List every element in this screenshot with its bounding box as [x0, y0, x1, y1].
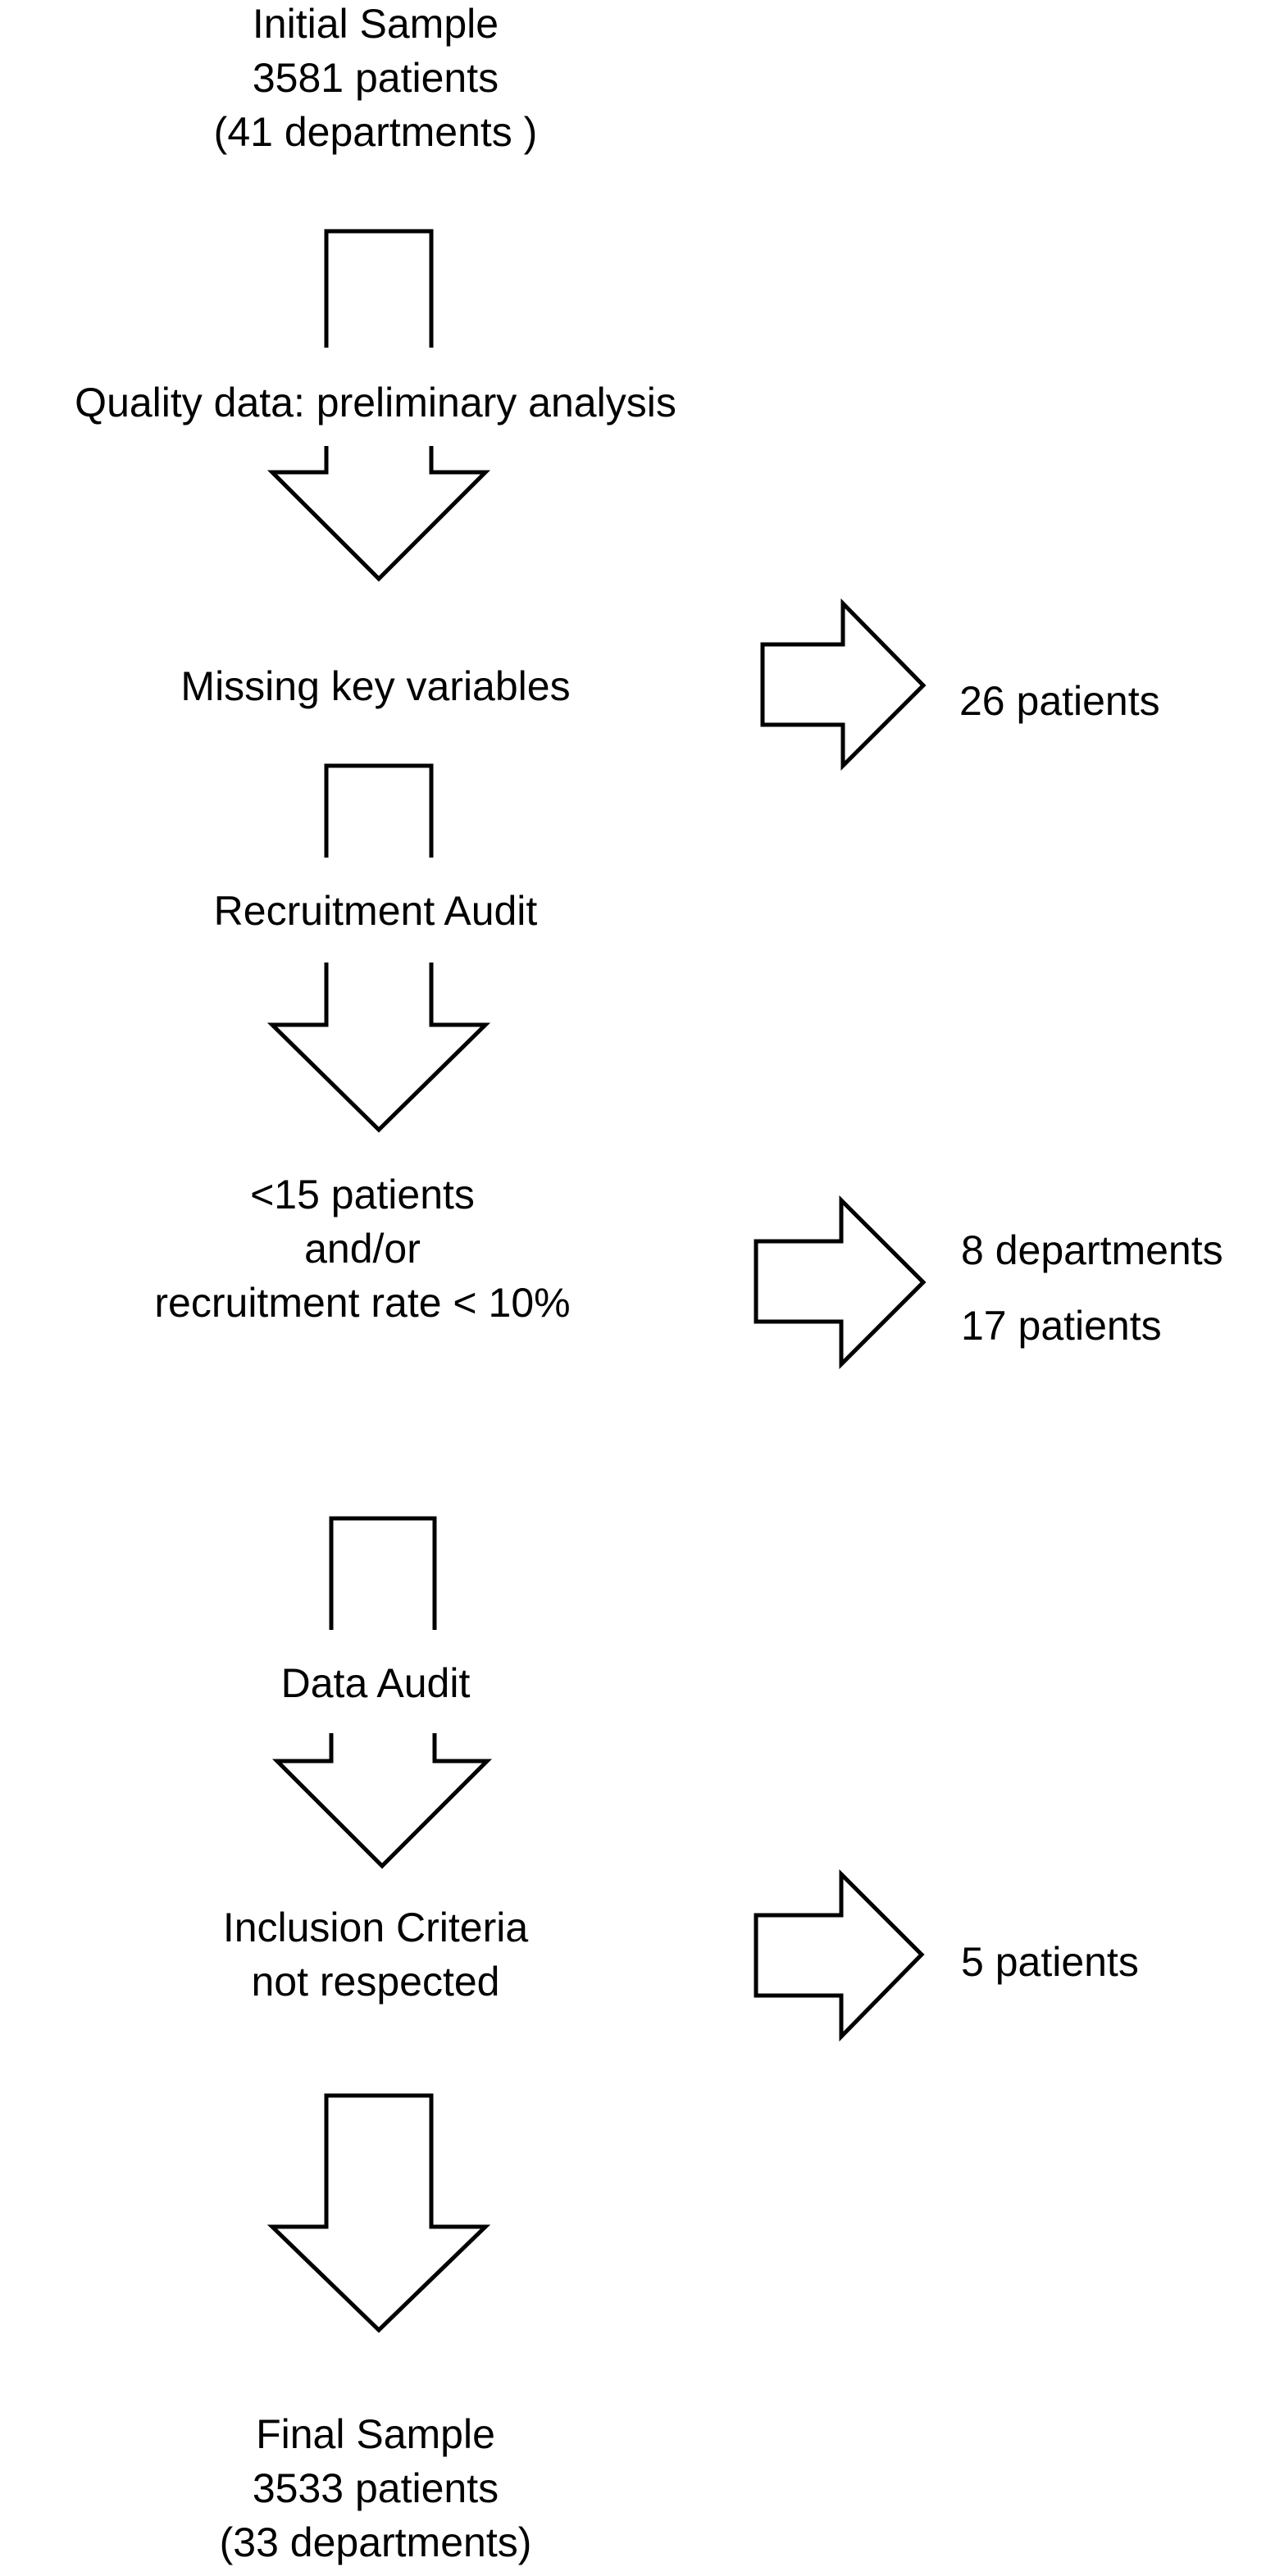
down-arrow-1-stem — [324, 229, 434, 348]
initial-sample-block: Initial Sample 3581 patients (41 departm… — [214, 0, 538, 159]
final-sample-count: 3533 patients — [252, 2465, 499, 2511]
final-sample-departments: (33 departments) — [219, 2519, 532, 2565]
inclusion-step-line2: not respected — [251, 1959, 500, 2005]
down-arrow-3-stem — [329, 1516, 437, 1630]
data-audit-step-label: Data Audit — [280, 1660, 471, 1706]
right-arrow-1 — [760, 598, 927, 771]
recruitment-excluded-departments: 8 departments — [961, 1227, 1223, 1273]
down-arrow-3-head — [271, 1733, 493, 1869]
inclusion-step-block: Inclusion Criteria not respected — [223, 1900, 528, 2009]
down-arrow-2-head — [266, 963, 491, 1133]
final-sample-title: Final Sample — [256, 2411, 495, 2457]
down-arrow-final — [266, 2093, 491, 2333]
right-arrow-3 — [754, 1868, 925, 2042]
missing-step-label: Missing key variables — [180, 663, 571, 709]
recruitment-excluded-patients: 17 patients — [961, 1303, 1162, 1349]
initial-sample-title: Initial Sample — [252, 1, 499, 47]
final-sample-block: Final Sample 3533 patients (33 departmen… — [220, 2407, 532, 2569]
missing-excluded-label: 26 patients — [959, 678, 1160, 724]
initial-sample-departments: (41 departments ) — [213, 109, 538, 155]
recruitment-criterion-block: <15 patients and/or recruitment rate < 1… — [154, 1167, 570, 1330]
down-arrow-1-head — [266, 446, 491, 582]
recruitment-criterion-line1: <15 patients — [250, 1172, 475, 1217]
recruitment-criterion-line3: recruitment rate < 10% — [154, 1280, 571, 1326]
recruitment-criterion-line2: and/or — [304, 1226, 421, 1272]
inclusion-step-line1: Inclusion Criteria — [222, 1905, 529, 1950]
quality-step-label: Quality data: preliminary analysis — [75, 380, 676, 426]
recruitment-step-label: Recruitment Audit — [213, 888, 538, 934]
down-arrow-2-stem — [324, 763, 434, 858]
initial-sample-count: 3581 patients — [252, 55, 499, 101]
right-arrow-2 — [754, 1195, 927, 1370]
inclusion-excluded-label: 5 patients — [961, 1939, 1139, 1985]
